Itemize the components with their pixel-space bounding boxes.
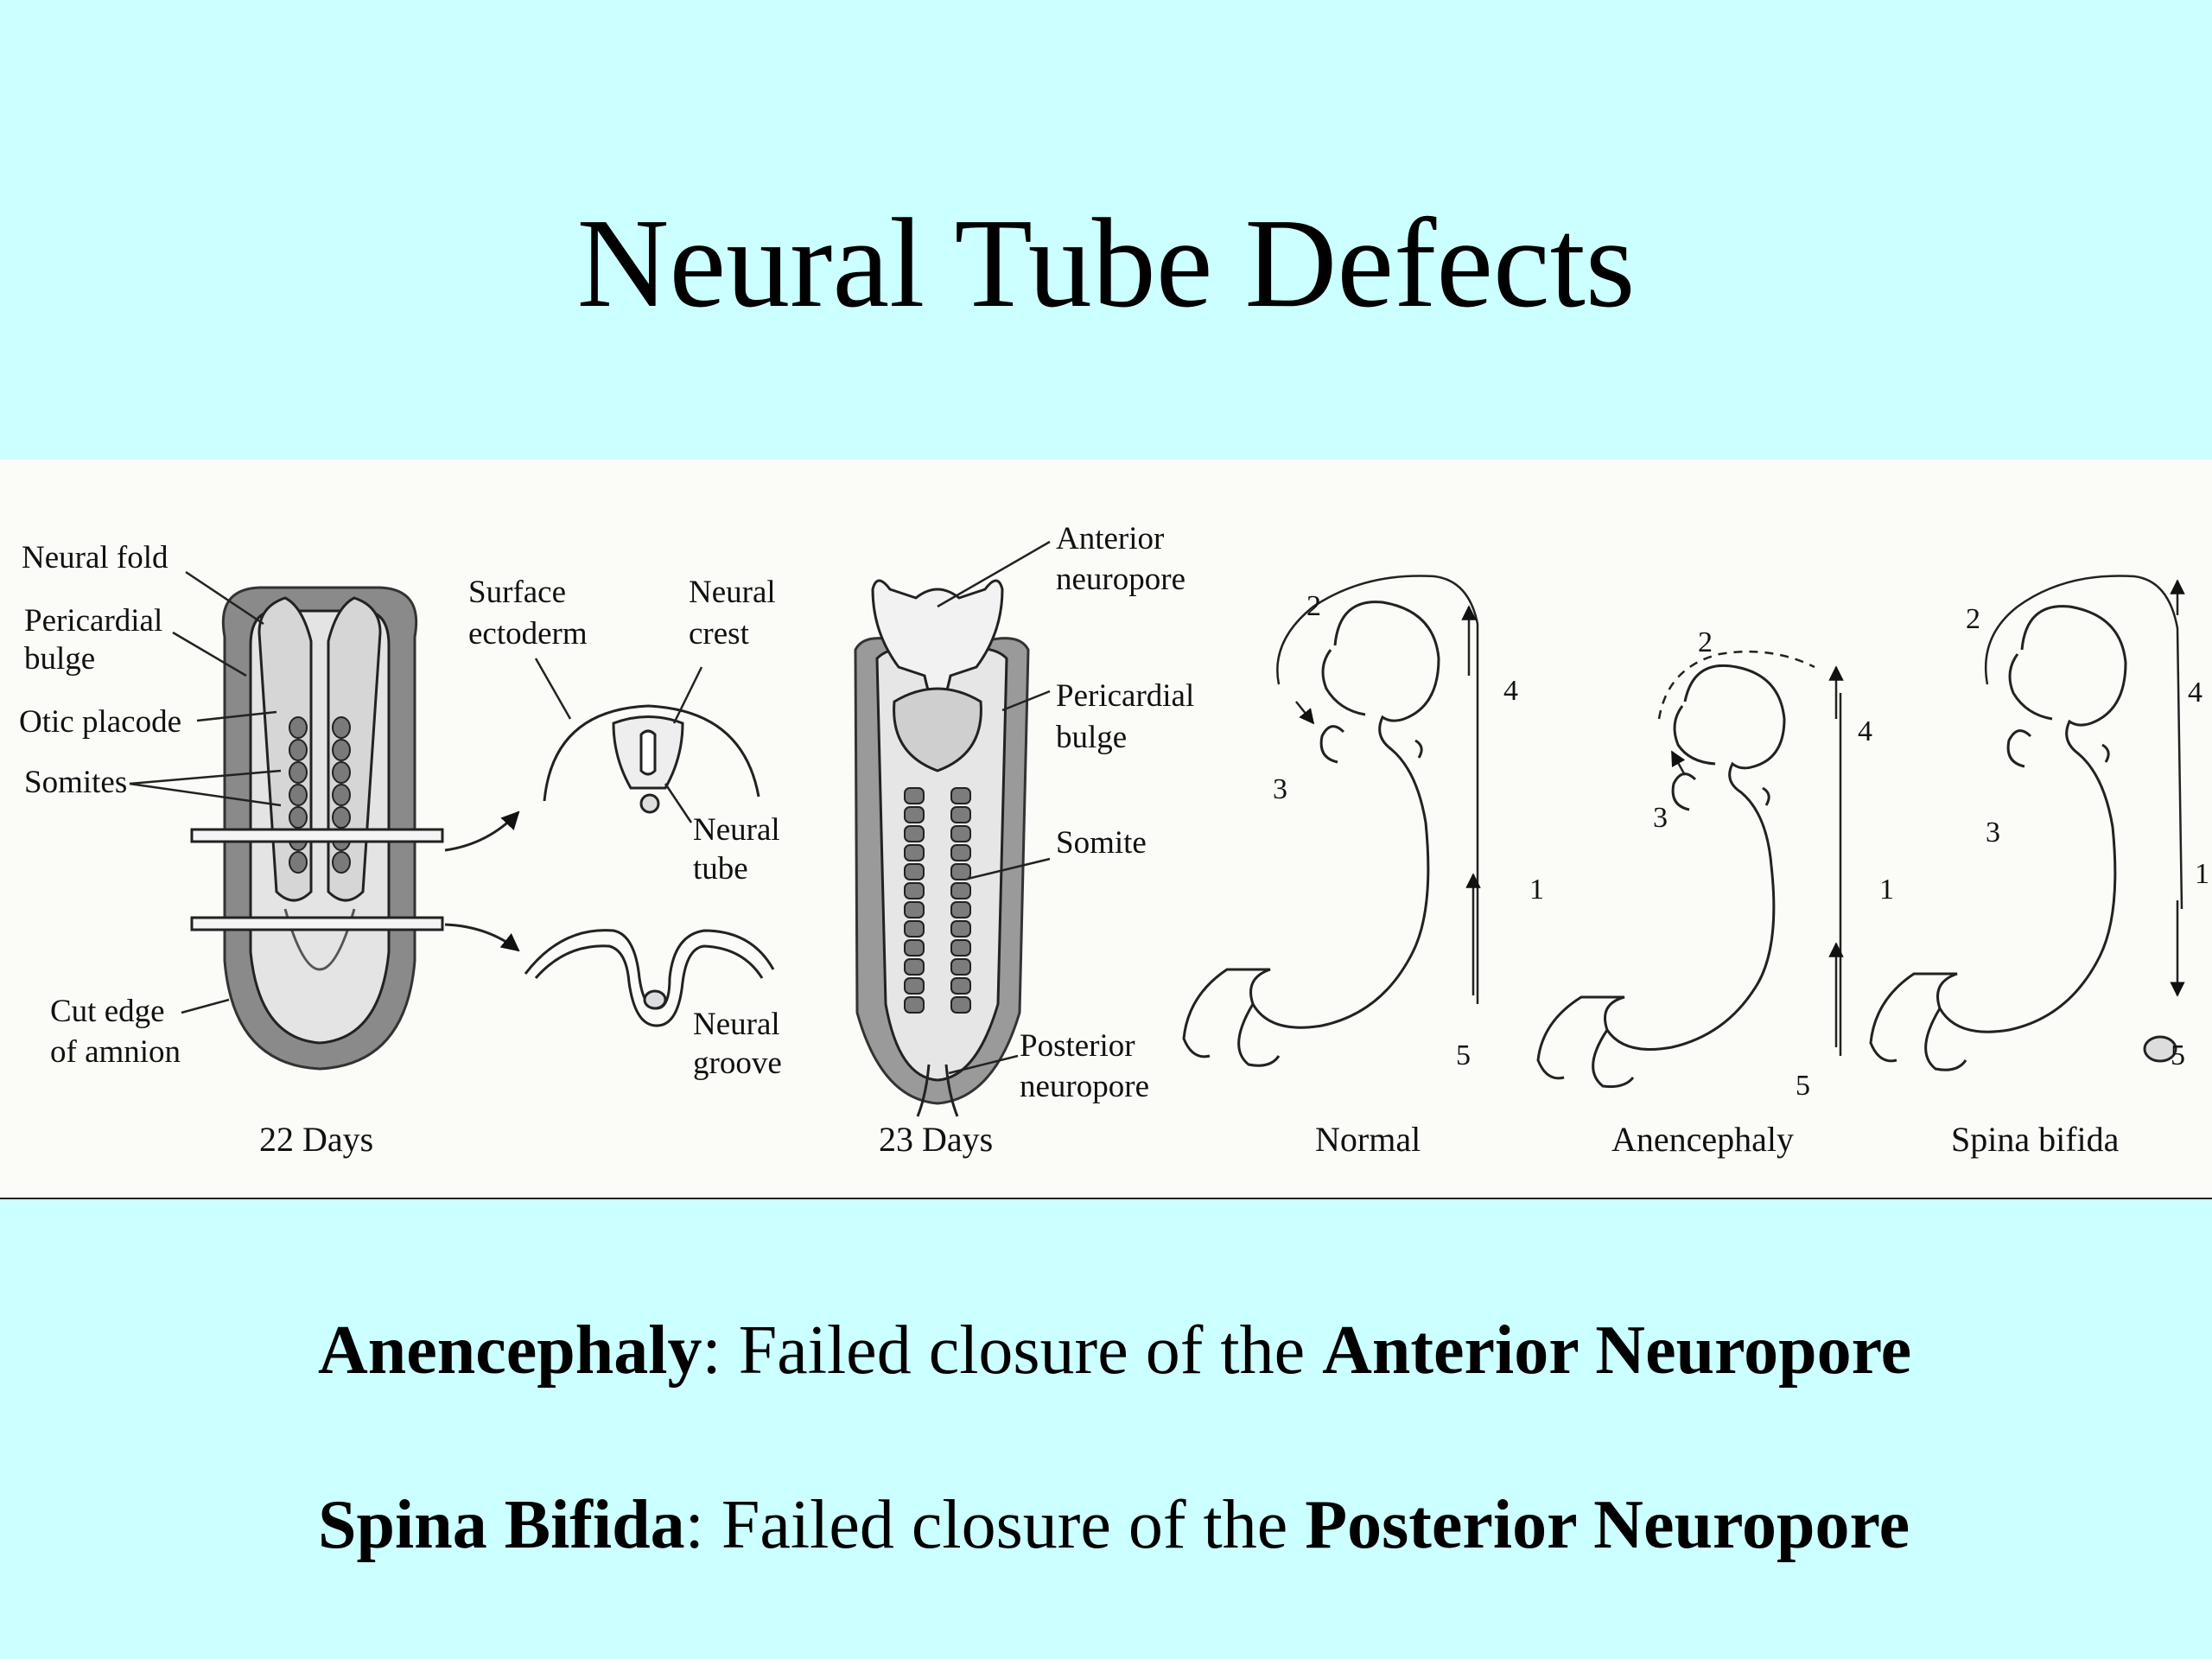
statement-term: Spina Bifida [318, 1487, 685, 1563]
fetus-anencephaly [1536, 650, 1842, 1088]
statement-text: : Failed closure of the [684, 1487, 1306, 1563]
slide-title: Neural Tube Defects [576, 193, 1636, 334]
somite-column-left [289, 716, 308, 874]
fetus-normal [1182, 575, 1479, 1067]
cross-section-neural-tube [543, 704, 760, 814]
label-cut-edge-line1: Cut edge [50, 994, 165, 1029]
closure-number-normal-5: 5 [1456, 1039, 1471, 1071]
label-posterior-neuropore-line1: Posterior [1020, 1028, 1135, 1064]
closure-number-anencephaly-1: 1 [1879, 874, 1894, 906]
statement-spina-bifida: Spina Bifida: Failed closure of the Post… [318, 1486, 1910, 1564]
label-surface-ectoderm-line2: ectoderm [468, 616, 588, 652]
label-neural-groove-line1: Neural [693, 1007, 780, 1042]
label-neural-fold: Neural fold [22, 540, 168, 575]
closure-number-normal-1: 1 [1529, 874, 1544, 906]
label-neural-crest-line1: Neural [689, 575, 776, 610]
closure-arrows [1295, 579, 2185, 1047]
label-anterior-neuropore-line2: neuropore [1056, 562, 1185, 597]
label-surface-ectoderm-line1: Surface [468, 575, 566, 610]
caption-22-days: 22 Days [259, 1120, 373, 1159]
closure-number-spina-bifida-4: 4 [2188, 677, 2202, 709]
caption-anencephaly: Anencephaly [1611, 1120, 1794, 1159]
closure-number-spina-bifida-5: 5 [2171, 1039, 2185, 1071]
closure-number-spina-bifida-2: 2 [1966, 603, 1980, 635]
figure-captions: 22 Days 23 Days Normal Anencephaly Spina… [259, 1120, 2120, 1159]
leader-lines-22 [129, 570, 282, 1014]
statement-anencephaly: Anencephaly: Failed closure of the Anter… [318, 1312, 1911, 1389]
figure-labels: Neural fold Pericardial bulge Otic placo… [19, 521, 1194, 1104]
label-somite: Somite [1056, 825, 1147, 861]
statement-text: : Failed closure of the [702, 1313, 1323, 1389]
closure-number-anencephaly-3: 3 [1653, 802, 1668, 834]
caption-23-days: 23 Days [879, 1120, 993, 1159]
statement-site: Anterior Neuropore [1322, 1313, 1912, 1389]
label-somites: Somites [24, 765, 127, 800]
somite-column-23-left [904, 787, 925, 1014]
leader-lines-23 [937, 540, 1051, 1075]
embryo-23-days [854, 579, 1030, 1117]
closure-number-spina-bifida-1: 1 [2195, 858, 2209, 890]
closure-number-normal-4: 4 [1503, 675, 1518, 707]
closure-numbers: 2 3 4 1 5 2 3 4 1 5 2 3 4 1 5 [1273, 590, 2209, 1102]
label-neural-tube-line1: Neural [693, 812, 780, 848]
somite-column-23-right [950, 787, 971, 1014]
label-posterior-neuropore-line2: neuropore [1020, 1069, 1149, 1104]
section-arrow-upper [444, 810, 520, 852]
closure-number-spina-bifida-3: 3 [1986, 817, 2000, 849]
label-pericardial-bulge-line2: bulge [24, 641, 95, 677]
leader-lines-sections [534, 658, 703, 823]
cross-section-neural-groove [524, 929, 775, 1027]
label-neural-tube-line2: tube [693, 851, 748, 887]
closure-number-anencephaly-5: 5 [1796, 1070, 1810, 1102]
closure-number-anencephaly-4: 4 [1858, 715, 1872, 747]
embryology-diagram: 2 3 4 1 5 2 3 4 1 5 2 3 4 1 5 Neural fol… [19, 521, 2209, 1159]
closure-number-anencephaly-2: 2 [1698, 626, 1713, 658]
embryology-figure: 2 3 4 1 5 2 3 4 1 5 2 3 4 1 5 Neural fol… [0, 460, 2212, 1199]
label-neural-groove-line2: groove [693, 1046, 782, 1081]
closure-number-normal-3: 3 [1273, 773, 1287, 805]
label-neural-crest-line2: crest [689, 616, 750, 652]
caption-spina-bifida: Spina bifida [1951, 1120, 2120, 1159]
statement-site: Posterior Neuropore [1305, 1487, 1910, 1563]
label-pericardial-bulge-23-line2: bulge [1056, 720, 1127, 755]
section-arrow-lower [444, 923, 520, 952]
label-pericardial-bulge-23-line1: Pericardial [1056, 678, 1194, 714]
closure-number-normal-2: 2 [1306, 590, 1321, 622]
statement-term: Anencephaly [318, 1313, 702, 1389]
label-cut-edge-line2: of amnion [50, 1034, 181, 1070]
label-otic-placode: Otic placode [19, 704, 181, 740]
caption-normal: Normal [1315, 1120, 1421, 1159]
embryo-22-days [190, 586, 444, 1071]
fetus-spina-bifida [1869, 575, 2183, 1071]
label-anterior-neuropore-line1: Anterior [1056, 521, 1164, 556]
label-pericardial-bulge-line1: Pericardial [24, 603, 162, 639]
